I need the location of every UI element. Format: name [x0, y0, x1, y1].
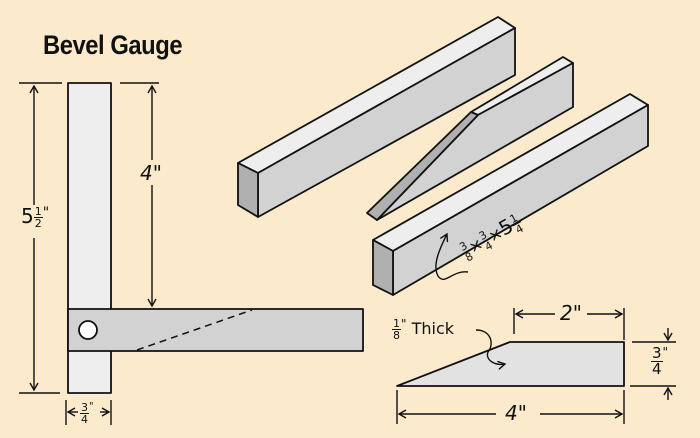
numerator: 3 — [80, 401, 89, 414]
dim-blade-length: 4" — [505, 401, 527, 425]
blade-profile — [396, 341, 625, 387]
unit: " — [401, 317, 407, 331]
denominator: 2 — [34, 217, 42, 230]
hidden-bevel-line — [136, 309, 253, 351]
diagram-title: Bevel Gauge — [43, 30, 183, 60]
numerator: 1 — [392, 317, 401, 330]
dim-blade-flat-length: 2" — [560, 301, 582, 325]
thick-label: Thick — [411, 319, 455, 338]
dim-whole: 5 — [21, 204, 34, 228]
blade-horizontal — [67, 308, 364, 352]
denominator: 4 — [652, 360, 662, 378]
handle-stock-2 — [372, 93, 649, 296]
dim-handle-to-blade: 4" — [140, 161, 162, 185]
denominator: 4 — [81, 413, 88, 426]
numerator: 1 — [33, 205, 43, 218]
tapered-blade-stock — [366, 56, 574, 221]
numerator: 3 — [651, 344, 663, 362]
pivot-hole — [78, 320, 98, 340]
denominator: 8 — [393, 329, 400, 342]
handle-stock-1 — [237, 16, 516, 218]
unit: " — [662, 345, 669, 359]
unit: " — [89, 401, 94, 412]
unit: " — [42, 205, 50, 221]
